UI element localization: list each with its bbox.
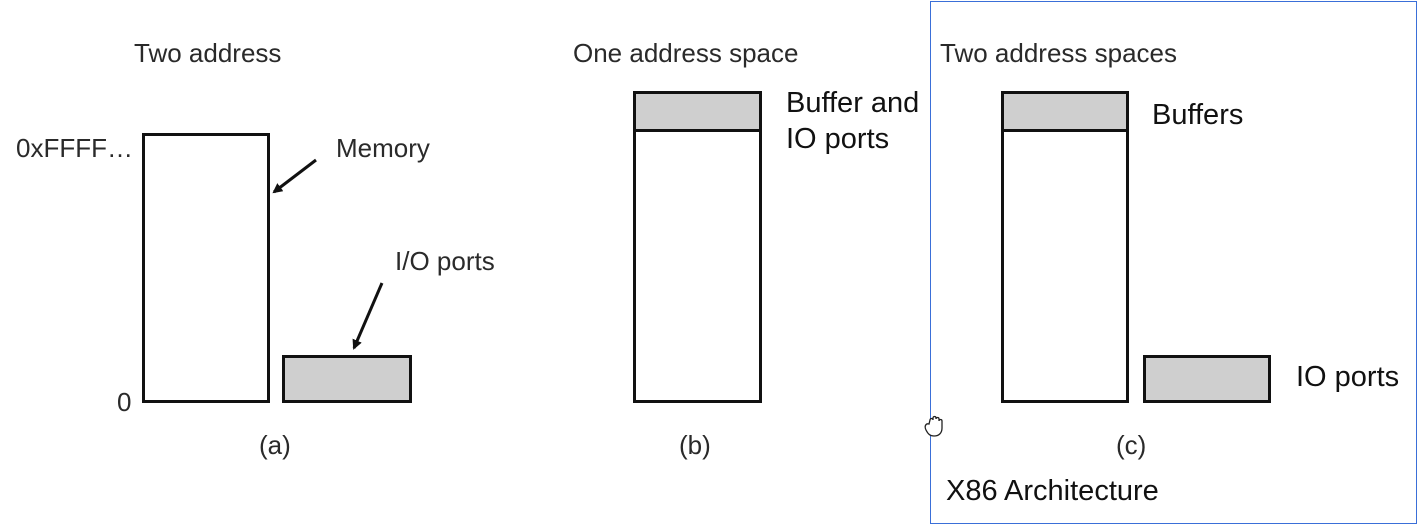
- address-bottom-label: 0: [117, 387, 132, 417]
- address-top-label: 0xFFFF…: [16, 133, 133, 163]
- hand-cursor-icon: [924, 415, 943, 437]
- io-ports-label: I/O ports: [395, 246, 495, 276]
- io-ports-label-c: IO ports: [1296, 361, 1400, 393]
- memory-block: [142, 133, 270, 403]
- panel-c-title: Two address spaces: [940, 38, 1178, 68]
- buffer-io-region: [633, 91, 762, 132]
- memory-space-block: [1001, 91, 1129, 403]
- panel-a-title: Two address: [134, 38, 282, 68]
- x86-highlight-frame: [930, 1, 1417, 524]
- buffer-io-label-line1: Buffer and: [786, 87, 920, 119]
- panel-b-caption: (b): [679, 430, 711, 460]
- memory-arrow: [272, 158, 317, 194]
- buffer-io-label-line2: IO ports: [786, 123, 890, 155]
- buffers-region: [1001, 91, 1129, 132]
- x86-architecture-note: X86 Architecture: [946, 475, 1159, 507]
- panel-c-caption: (c): [1116, 430, 1147, 460]
- io-space-block: [1143, 355, 1271, 403]
- address-space-block: [633, 91, 762, 403]
- buffers-label: Buffers: [1152, 99, 1244, 131]
- io-ports-block: [282, 355, 412, 403]
- io-ports-arrow: [352, 282, 384, 350]
- memory-label: Memory: [336, 133, 430, 163]
- panel-b-title: One address space: [573, 38, 799, 68]
- panel-a-caption: (a): [259, 430, 291, 460]
